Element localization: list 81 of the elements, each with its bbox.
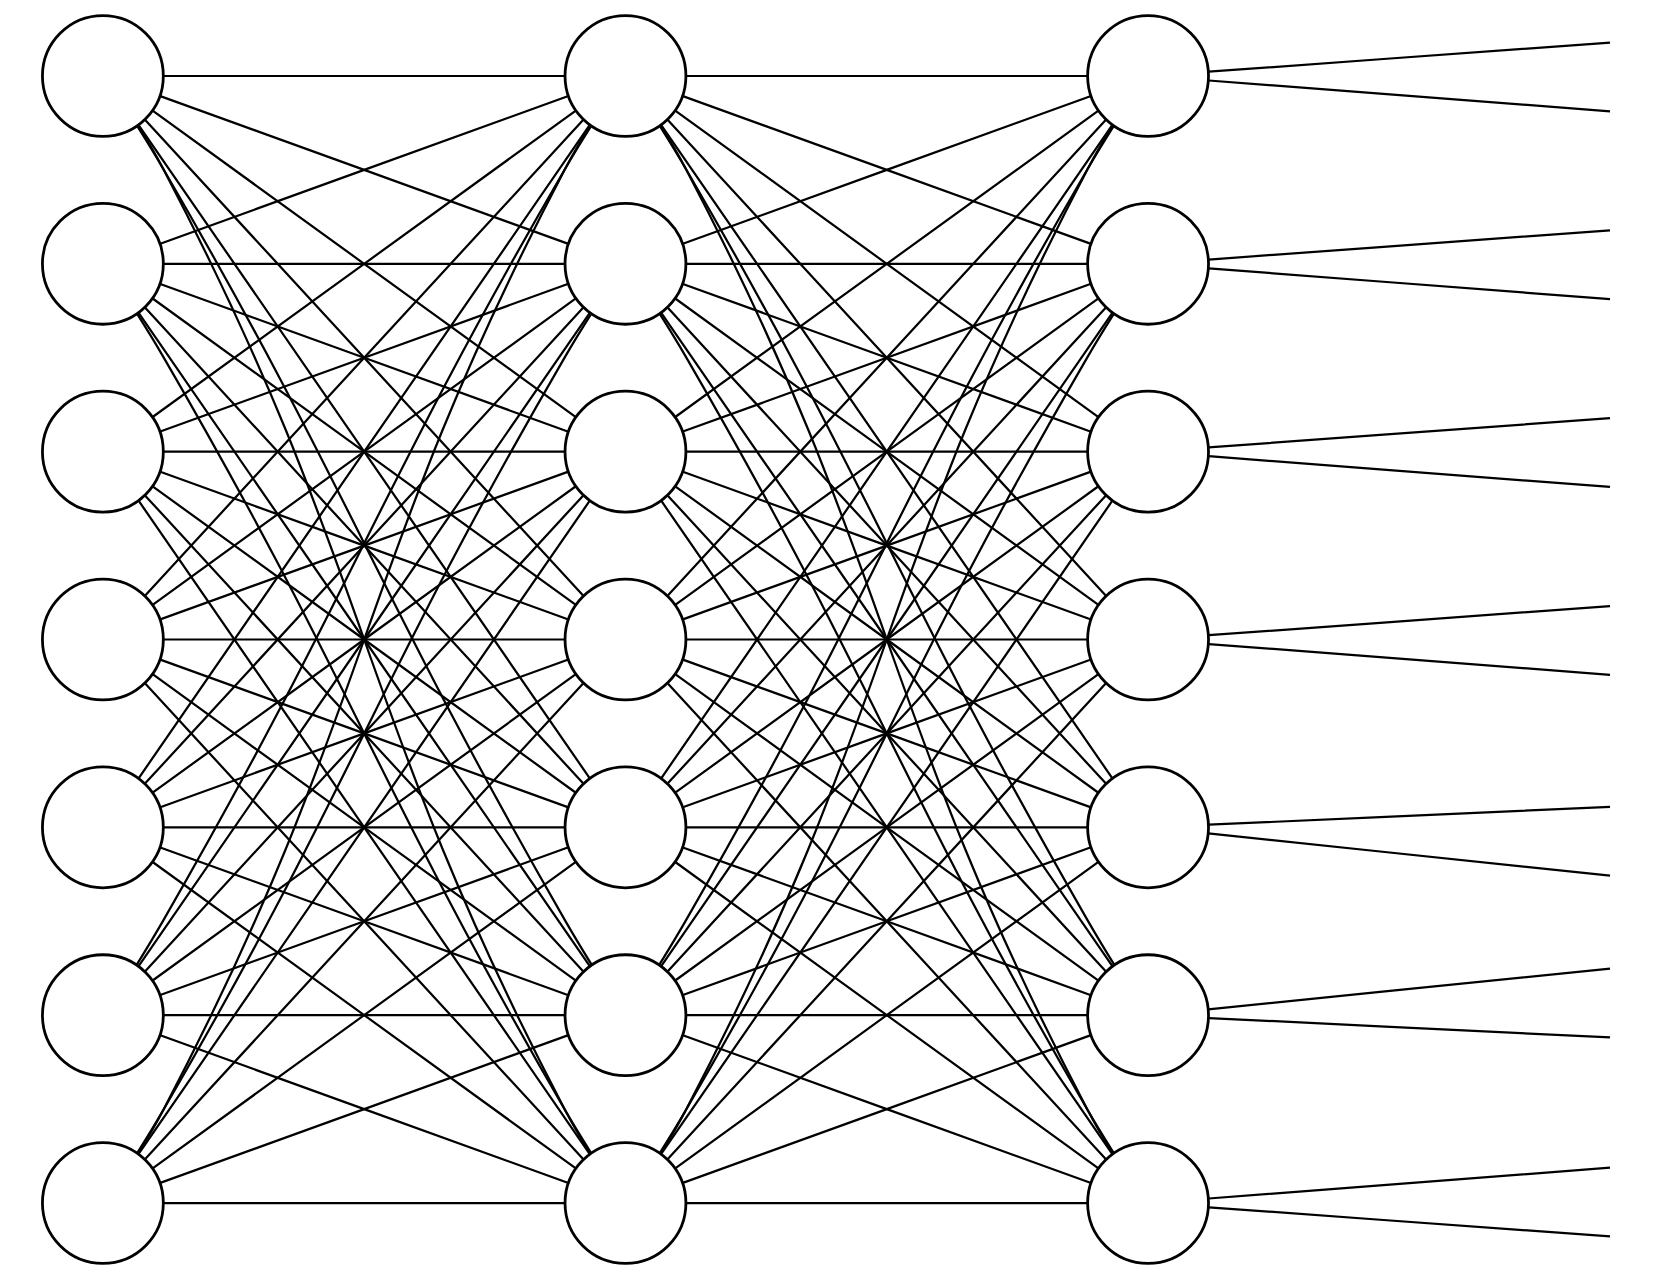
connector <box>685 638 1087 641</box>
connector <box>1208 267 1610 301</box>
connector <box>659 312 1113 967</box>
connector <box>685 826 1087 829</box>
connector <box>151 109 576 418</box>
connector <box>1208 417 1610 449</box>
connector <box>137 312 591 967</box>
connector <box>151 297 576 606</box>
connector <box>685 262 1087 265</box>
connector <box>137 124 591 779</box>
node-circle <box>1085 765 1210 890</box>
connector <box>1208 455 1610 489</box>
node-circle <box>563 14 687 138</box>
connector <box>685 1201 1087 1205</box>
connector <box>685 1014 1087 1017</box>
node-circle <box>1085 389 1210 514</box>
node-circle <box>563 389 687 514</box>
connector <box>163 1201 565 1205</box>
connector <box>1208 642 1610 676</box>
connector <box>685 450 1087 453</box>
node-circle <box>40 1141 165 1265</box>
connector <box>682 470 1091 621</box>
node-circle <box>1085 953 1210 1077</box>
connector <box>1208 41 1610 73</box>
connector <box>659 500 1113 1155</box>
connector <box>674 109 1099 418</box>
connector <box>659 124 1113 779</box>
node-circle <box>563 202 687 326</box>
connector <box>159 95 568 245</box>
connector <box>163 638 565 641</box>
connector <box>151 673 576 982</box>
connector <box>666 682 1106 1160</box>
node-circle <box>563 577 687 702</box>
connector <box>163 826 565 829</box>
node-circle <box>1085 1141 1210 1265</box>
connector <box>659 124 1114 1155</box>
connector <box>163 450 565 453</box>
connector <box>135 313 592 1154</box>
connector <box>137 500 591 1155</box>
node-circle <box>1085 577 1210 702</box>
node-circle <box>40 765 165 890</box>
node-circle <box>563 953 687 1077</box>
connector <box>674 485 1099 794</box>
connector <box>144 682 584 1160</box>
connector <box>682 658 1091 809</box>
connector <box>151 485 576 794</box>
connector <box>1208 1206 1610 1238</box>
connector <box>666 119 1106 597</box>
connector <box>682 1034 1091 1184</box>
node-circle <box>40 14 165 138</box>
connector <box>658 313 1115 1154</box>
connector <box>1208 1016 1610 1039</box>
node-circle <box>1085 202 1210 326</box>
node-circle <box>40 202 165 326</box>
connector <box>1207 832 1610 877</box>
connector <box>144 119 584 597</box>
connector <box>1208 79 1610 113</box>
connector <box>682 95 1091 245</box>
connector <box>163 1014 565 1017</box>
connector <box>674 861 1099 1170</box>
connector <box>1208 229 1610 261</box>
connector <box>1208 805 1610 826</box>
connector <box>1208 604 1610 637</box>
connector <box>159 470 568 621</box>
connector <box>159 1034 568 1184</box>
connector <box>163 262 565 265</box>
connector <box>674 297 1099 606</box>
node-circle <box>40 577 165 702</box>
node-circle <box>563 765 687 890</box>
connector <box>674 673 1099 982</box>
connector <box>136 124 591 1155</box>
node-circle <box>563 1141 687 1265</box>
node-circle <box>40 953 165 1077</box>
connector <box>1207 967 1610 1011</box>
connector <box>159 658 568 809</box>
node-circle <box>40 389 165 514</box>
connector <box>1208 1166 1610 1200</box>
connector <box>685 74 1087 78</box>
node-circle <box>1085 14 1210 138</box>
connector <box>151 861 576 1170</box>
connector <box>163 74 565 78</box>
